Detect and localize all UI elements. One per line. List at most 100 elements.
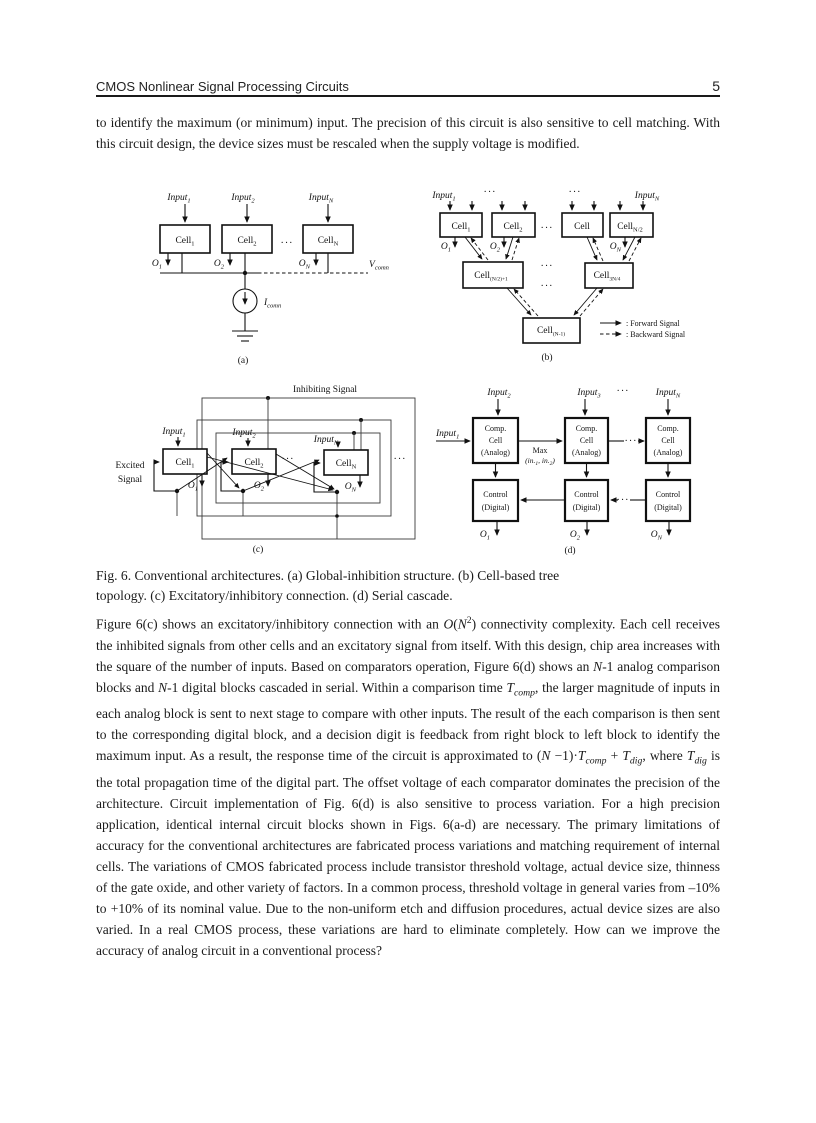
figure-b-tree-topology: Input1 ··· ··· InputN Cell1 Cell2 Cell C… [431, 187, 686, 363]
cell-box [159, 224, 211, 254]
fig-b-legend: : Forward Signal : Backward Signal [600, 319, 686, 339]
fig-a-cells: Cell1 Cell2 CellN ··· [159, 224, 354, 254]
fig-b-output-arrows: O1 O2 ON [441, 237, 628, 254]
svg-text:···: ··· [625, 436, 638, 447]
svg-text:Cell: Cell [489, 436, 503, 445]
fig-b-row1-cells: Cell1 Cell2 Cell CellN/2 ··· [439, 212, 654, 238]
svg-text:InputN: InputN [313, 435, 339, 447]
svg-text:O1: O1 [480, 530, 490, 542]
cell-box [491, 212, 536, 238]
svg-text:Control: Control [656, 490, 681, 499]
svg-text:Cell2: Cell2 [237, 236, 256, 248]
svg-text:Signal: Signal [118, 475, 143, 485]
svg-text:Control: Control [574, 490, 599, 499]
cell-box [231, 448, 277, 475]
svg-text:CellN: CellN [318, 236, 339, 248]
fig-d-input-labels: Input2 Input3 ··· InputN Input1 [435, 386, 681, 444]
fig-c-sublabel: (c) [253, 544, 264, 555]
ground-symbol [232, 330, 258, 342]
fig-d-sublabel: (d) [564, 545, 575, 556]
svg-text:Cell(N/2)+1: Cell(N/2)+1 [474, 271, 508, 283]
cell-box [302, 224, 354, 254]
fig-a-current-source: Icomn [232, 273, 281, 342]
svg-text:Excited: Excited [115, 461, 144, 471]
svg-text:Input1: Input1 [431, 191, 455, 203]
cell-box [323, 449, 369, 476]
svg-text:Comp.: Comp. [657, 424, 679, 433]
fig-a-common-line: Vcomn [160, 253, 389, 276]
fig-a-input-labels: Input1 Input2 InputN [166, 193, 334, 205]
svg-text:(Analog): (Analog) [654, 448, 683, 457]
control-box [471, 478, 520, 523]
fig-a-input-arrows [182, 204, 331, 223]
svg-text:Cell1: Cell1 [451, 222, 470, 234]
svg-text:Cell1: Cell1 [175, 458, 194, 470]
fig-d-control-links: ··· [520, 495, 646, 506]
svg-text:Icomn: Icomn [263, 298, 281, 310]
svg-text:(Digital): (Digital) [654, 503, 682, 512]
svg-text:Comp.: Comp. [485, 424, 507, 433]
fig-b-row2-cells: Cell(N/2)+1 Cell3N/4 ··· ··· [462, 261, 634, 292]
svg-text:CellN/2: CellN/2 [617, 222, 643, 234]
figure-caption-line1: Fig. 6. Conventional architectures. (a) … [96, 568, 560, 583]
figure-d-serial-cascade: Input2 Input3 ··· InputN Input1 Comp. Ce… [435, 386, 692, 556]
legend-backward-label: : Backward Signal [626, 330, 686, 339]
svg-text:O2: O2 [570, 530, 581, 542]
svg-text:InputN: InputN [634, 191, 660, 203]
page-number: 5 [712, 78, 720, 94]
svg-text:Cell: Cell [580, 436, 594, 445]
figure-caption-line2: topology. (c) Excitatory/inhibitory conn… [96, 588, 453, 603]
fig-d-comp-links: Max (in.1, in.2) ··· [518, 436, 645, 467]
svg-text:Input1: Input1 [435, 429, 459, 441]
cell-box [584, 262, 634, 289]
comp-cell-box [644, 416, 692, 465]
fig-d-vertical-links [492, 463, 671, 478]
comp-cell-box [563, 416, 610, 465]
svg-text:Cell3N/4: Cell3N/4 [594, 271, 621, 283]
svg-text:Cell: Cell [661, 436, 675, 445]
svg-text:ON: ON [651, 530, 663, 542]
svg-text:O2: O2 [490, 242, 501, 254]
svg-text:(Digital): (Digital) [573, 503, 601, 512]
fig-c-cells: Cell1 Cell2 CellN ··· ··· [162, 448, 407, 476]
svg-text:O1: O1 [441, 242, 451, 254]
figure-c-excitatory-inhibitory: Inhibiting Signal Excited Signal Input1 … [115, 385, 416, 555]
svg-text:InputN: InputN [308, 193, 334, 205]
svg-text:Cell2: Cell2 [503, 222, 522, 234]
svg-text:Vcomn: Vcomn [369, 260, 389, 272]
fig-d-comp-blocks: Comp. Cell (Analog) Comp. Cell (Analog) … [471, 416, 692, 465]
svg-text:···: ··· [569, 187, 582, 198]
fig-d-output-arrows: O1 O2 ON [480, 521, 672, 542]
figure-caption: Fig. 6. Conventional architectures. (a) … [96, 566, 720, 606]
max-args-label: (in.1, in.2) [525, 456, 555, 467]
ellipsis: ··· [281, 238, 294, 249]
svg-text:Cell1: Cell1 [175, 236, 194, 248]
svg-text:···: ··· [282, 454, 295, 465]
svg-text:(Analog): (Analog) [481, 448, 510, 457]
svg-text:Cell: Cell [574, 222, 590, 232]
svg-text:···: ··· [541, 223, 554, 234]
svg-text:···: ··· [394, 454, 407, 465]
fig-d-control-blocks: Control (Digital) Control (Digital) Cont… [471, 478, 692, 523]
legend-forward-label: : Forward Signal [626, 319, 681, 328]
svg-text:···: ··· [541, 281, 554, 292]
svg-text:Input1: Input1 [161, 427, 185, 439]
svg-text:O1: O1 [152, 259, 162, 271]
svg-text:···: ··· [617, 495, 630, 506]
svg-text:O2: O2 [254, 481, 265, 493]
cell-box [162, 448, 208, 475]
fig-c-output-arrows: O1 O2 ON [188, 474, 363, 494]
cell-box [609, 212, 654, 238]
svg-text:Control: Control [483, 490, 508, 499]
svg-text:O1: O1 [188, 481, 198, 493]
svg-text:Cell2: Cell2 [244, 458, 263, 470]
cell-box [221, 224, 273, 254]
paragraph-main: Figure 6(c) shows an excitatory/inhibito… [96, 615, 721, 958]
paragraph-intro: to identify the maximum (or minimum) inp… [96, 115, 720, 151]
fig-c-input-labels: Input1 Input2 InputN [161, 427, 341, 448]
fig-a-output-arrows: O1 O2 ON [152, 253, 319, 271]
svg-text:ON: ON [345, 482, 357, 494]
svg-text:CellN: CellN [336, 459, 357, 471]
fig-b-sublabel: (b) [541, 352, 552, 363]
fig-b-row3-cell: Cell(N-1) [522, 317, 581, 344]
